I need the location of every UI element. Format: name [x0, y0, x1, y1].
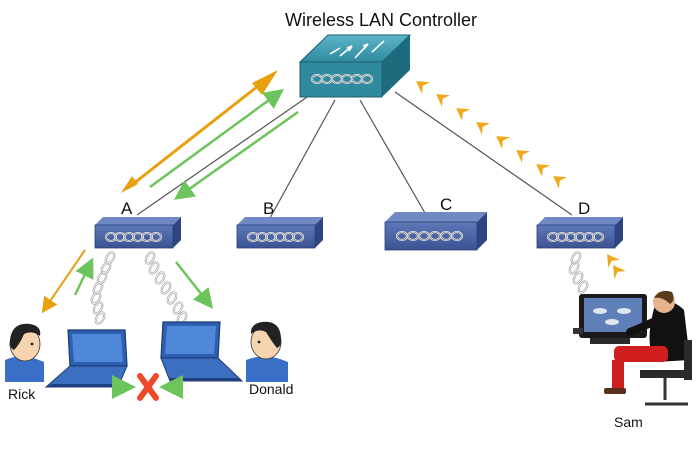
controller-label: Wireless LAN Controller — [285, 10, 478, 30]
wireless-link-a-to-rick-laptop — [88, 249, 118, 327]
ap-d — [536, 217, 623, 249]
orange-chevrons-d-to-controller — [412, 75, 568, 189]
sam-workstation — [573, 290, 692, 406]
ap-a-label: A — [121, 199, 133, 218]
uplink-lines — [136, 91, 573, 219]
rick-label: Rick — [8, 386, 36, 402]
ap-b — [236, 217, 323, 249]
avatar-rick — [5, 323, 44, 382]
orange-arrow-rick — [41, 249, 86, 314]
ap-d-label: D — [578, 199, 591, 218]
uplink-d — [394, 91, 573, 216]
wireless-link-a-to-donald-laptop — [142, 249, 190, 327]
wireless-link-d-to-sam — [566, 249, 591, 296]
orange-arrow-controller-to-a — [121, 70, 278, 193]
green-arrows-a-controller — [149, 89, 299, 200]
uplink-a — [136, 94, 311, 216]
orange-chevrons-sam-to-d — [601, 250, 626, 280]
sam-label: Sam — [614, 414, 643, 430]
donald-label: Donald — [249, 381, 294, 397]
uplink-c — [359, 99, 426, 214]
uplink-b — [269, 99, 336, 219]
green-arrow-rick-to-a — [73, 257, 94, 296]
wireless-lan-controller — [298, 34, 412, 98]
avatar-donald — [246, 321, 288, 382]
ap-a — [94, 217, 181, 249]
laptop-donald — [160, 321, 244, 382]
block-x-icon — [137, 373, 159, 401]
ap-c — [384, 212, 487, 251]
green-arrow-a-to-donald — [175, 261, 214, 309]
ap-c-label: C — [440, 195, 453, 214]
ap-b-label: B — [263, 199, 275, 218]
blocked-peer-traffic — [112, 373, 183, 401]
laptop-rick — [44, 329, 128, 388]
